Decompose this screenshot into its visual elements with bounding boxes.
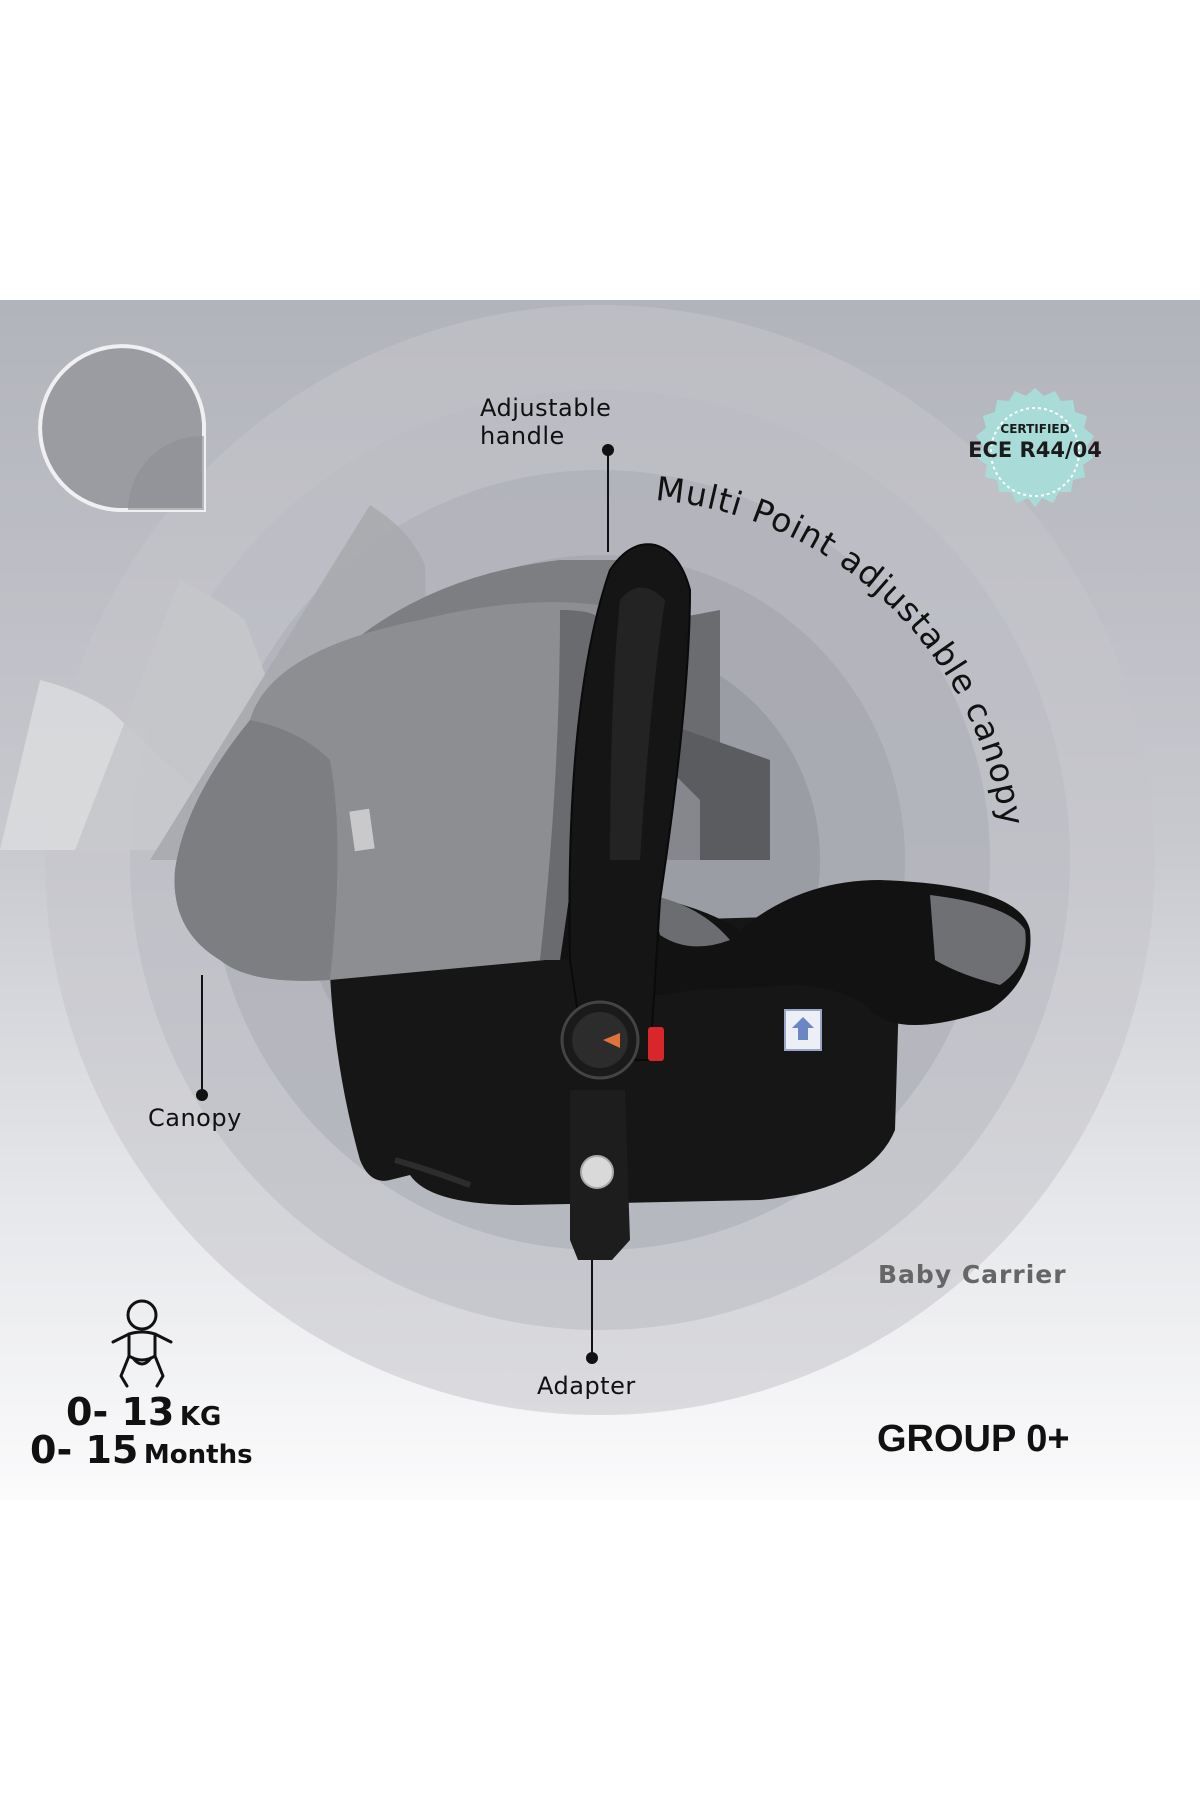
handle-callout-dot	[602, 444, 614, 456]
release-button	[648, 1027, 664, 1061]
age-unit: Months	[143, 1440, 253, 1470]
weight-value: 0- 13	[66, 1390, 175, 1434]
canopy-label: Canopy	[148, 1104, 242, 1132]
age-spec: 0- 15 Months	[30, 1428, 253, 1472]
svg-text:Multi Point adjustable canopy: Multi Point adjustable canopy	[654, 469, 1032, 829]
canopy-arc-text: Multi Point adjustable canopy	[654, 469, 1031, 829]
certified-seal-icon	[976, 388, 1094, 507]
weight-unit: KG	[179, 1402, 222, 1432]
canopy-callout-dot	[196, 1089, 208, 1101]
seat-pad-grey	[930, 895, 1026, 985]
badge-top-text: CERTIFIED	[1000, 422, 1070, 436]
handle-label-line1: Adjustable	[480, 394, 612, 422]
adapter-callout-dot	[586, 1352, 598, 1364]
group-rating: GROUP 0+	[877, 1418, 1070, 1460]
teardrop-shape	[38, 344, 206, 512]
handle-label-line2: handle	[480, 422, 565, 450]
certified-badge: CERTIFIED ECE R44/04	[965, 382, 1105, 522]
age-value: 0- 15	[30, 1428, 139, 1472]
baby-icon	[111, 1299, 173, 1388]
brand-tag	[349, 808, 375, 852]
adapter-label: Adapter	[537, 1372, 636, 1400]
weight-spec: 0- 13 KG	[66, 1390, 221, 1434]
badge-main-text: ECE R44/04	[968, 438, 1102, 462]
product-name: Baby Carrier	[878, 1260, 1067, 1289]
